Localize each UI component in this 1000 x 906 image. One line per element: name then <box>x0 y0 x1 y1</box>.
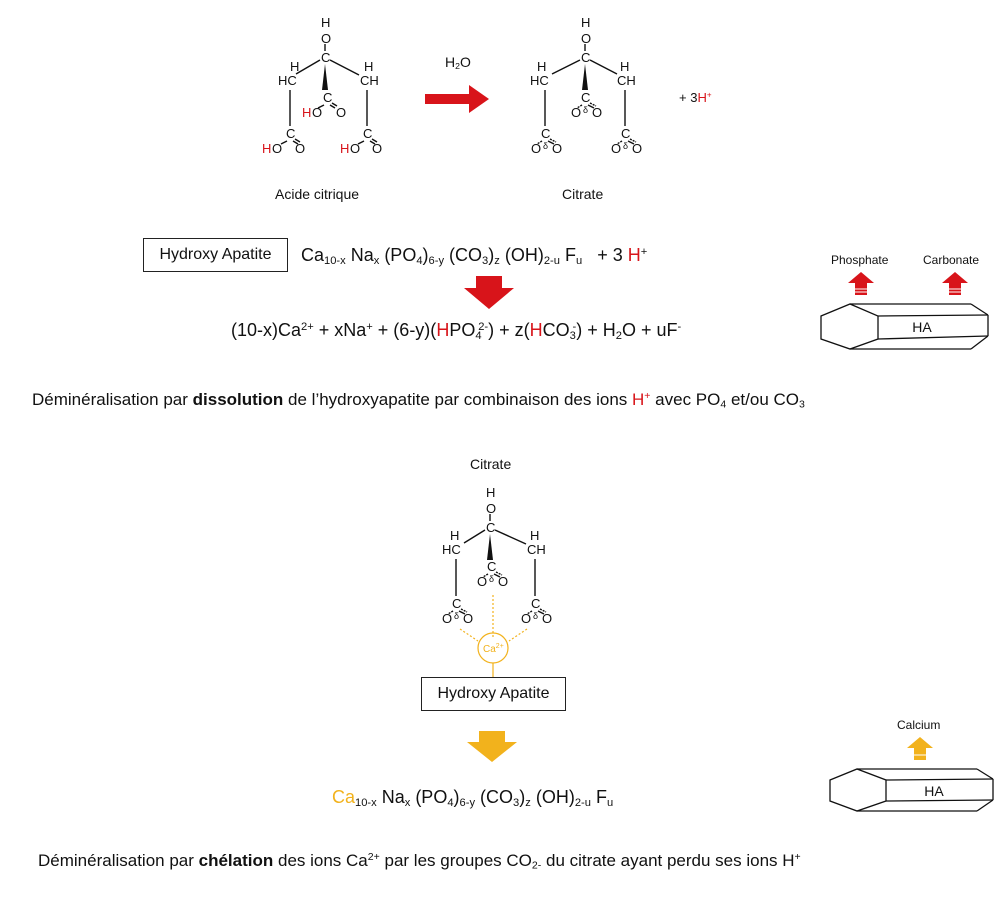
release-label-carbonate: Carbonate <box>923 253 980 267</box>
delta-left: δ <box>543 141 548 151</box>
proton-symbol: H+ <box>697 90 712 105</box>
hydroxyapatite-crystal-chelation: HA <box>829 768 994 812</box>
atom-ch-right: CH <box>527 542 546 557</box>
atom-o-left-2: O <box>552 141 562 156</box>
atom-o-mid-2: O <box>498 574 508 589</box>
delta-mid: δ <box>583 105 588 115</box>
atom-c-right: C <box>363 126 372 141</box>
chelation-caption: Déminéralisation par chélation des ions … <box>38 851 801 872</box>
delta-mid: δ <box>489 574 494 584</box>
atom-o-left-1: O <box>442 611 452 626</box>
atom-o-right-1: O <box>611 141 621 156</box>
wedge-bond <box>322 64 328 90</box>
crystal-label: HA <box>912 319 932 335</box>
calcium-ion-label: Ca2+ <box>483 643 504 655</box>
wedge-bond <box>487 534 493 560</box>
red-reaction-arrow <box>425 85 489 113</box>
delta-left: δ <box>454 611 459 621</box>
citrate-title: Citrate <box>470 456 512 472</box>
atom-o-mid-1: O <box>312 105 322 120</box>
atom-h-top: H <box>486 485 495 500</box>
release-label-phosphate: Phosphate <box>831 253 889 267</box>
water-reagent: H2O <box>445 54 471 72</box>
atom-o-mid-2: O <box>336 105 346 120</box>
plus-three: + 3 <box>597 245 623 265</box>
atom-c-center: C <box>321 50 330 65</box>
delta-right: δ <box>623 141 628 151</box>
atom-h-top: H <box>321 15 330 30</box>
hydroxy-apatite-label: Hydroxy Apatite <box>159 246 272 263</box>
phosphate-release-arrow <box>848 272 874 295</box>
release-label-calcium: Calcium <box>897 718 941 732</box>
citric-acid-structure: H O C H HC H CH C H O O C H O O C H O O <box>262 15 382 156</box>
atom-o-right-2: O <box>372 141 382 156</box>
dissolution-products: (10-x)Ca2+ + xNa+ + (6-y)(HPO42-) + z(HC… <box>231 320 682 342</box>
calcium-release-arrow <box>907 737 933 760</box>
atom-h-left: H <box>537 59 546 74</box>
hydroxy-apatite-label: Hydroxy Apatite <box>437 685 550 702</box>
hydroxyapatite-crystal: HA <box>820 303 989 350</box>
atom-h-left-red: H <box>262 141 271 156</box>
dissolution-caption: Déminéralisation par dissolution de l’hy… <box>32 390 805 411</box>
atom-c-right: C <box>531 596 540 611</box>
atom-o-left-1: O <box>272 141 282 156</box>
atom-h-right-red: H <box>340 141 349 156</box>
atom-o-right-1: O <box>521 611 531 626</box>
atom-o-mid-1: O <box>477 574 487 589</box>
atom-ch-right: CH <box>360 73 379 88</box>
hydroxy-apatite-box-chelation: Hydroxy Apatite <box>421 677 566 711</box>
atom-c-mid: C <box>323 90 332 105</box>
apatite-formula-chelation: Ca10-x Nax (PO4)6-y (CO3)z (OH)2-u Fu <box>332 787 614 809</box>
atom-o-mid-1: O <box>571 105 581 120</box>
atom-h-left: H <box>450 528 459 543</box>
atom-o-right-2: O <box>632 141 642 156</box>
atom-o-left-2: O <box>463 611 473 626</box>
atom-c-right: C <box>621 126 630 141</box>
atom-o-right-1: O <box>350 141 360 156</box>
atom-c-left: C <box>452 596 461 611</box>
atom-o-left-1: O <box>531 141 541 156</box>
atom-o-mid-2: O <box>592 105 602 120</box>
atom-hc-left: HC <box>278 73 297 88</box>
citrate-structure: H O C H HC H CH C O δ O C O δ O C O δ O <box>530 15 642 156</box>
atom-c-left: C <box>541 126 550 141</box>
atom-h-top: H <box>581 15 590 30</box>
proton-byproduct: + 3H+ <box>679 90 712 105</box>
atom-h-mid-red: H <box>302 105 311 120</box>
citrate-label: Citrate <box>562 186 604 202</box>
atom-h-right: H <box>620 59 629 74</box>
atom-c-mid: C <box>487 559 496 574</box>
atom-o-right-2: O <box>542 611 552 626</box>
atom-o-top: O <box>321 31 331 46</box>
carbonate-release-arrow <box>942 272 968 295</box>
citrate-chelation-structure: H O C H HC H CH C O δ O C O δ O C O δ O <box>442 485 552 678</box>
chelation-bond-left <box>459 628 479 642</box>
byproduct-count: + 3 <box>679 90 698 105</box>
atom-h-left: H <box>290 59 299 74</box>
atom-o-top: O <box>581 31 591 46</box>
proton: H <box>627 245 641 265</box>
apatite-formula: Ca10-x Nax (PO4)6-y (CO3)z (OH)2-u Fu + … <box>301 245 648 267</box>
atom-c-center: C <box>581 50 590 65</box>
atom-ch-right: CH <box>617 73 636 88</box>
atom-o-left-2: O <box>295 141 305 156</box>
atom-c-center: C <box>486 520 495 535</box>
red-down-arrow <box>464 276 514 309</box>
chelation-bond-right <box>508 628 528 642</box>
gold-down-arrow <box>467 731 517 762</box>
atom-hc-left: HC <box>442 542 461 557</box>
atom-o-top: O <box>486 501 496 516</box>
delta-right: δ <box>533 611 538 621</box>
atom-hc-left: HC <box>530 73 549 88</box>
atom-c-left: C <box>286 126 295 141</box>
acid-citric-label: Acide citrique <box>275 186 360 202</box>
crystal-label: HA <box>924 783 944 799</box>
atom-h-right: H <box>364 59 373 74</box>
wedge-bond <box>582 64 588 90</box>
hydroxy-apatite-box: Hydroxy Apatite <box>143 238 288 272</box>
atom-h-right: H <box>530 528 539 543</box>
atom-c-mid: C <box>581 90 590 105</box>
